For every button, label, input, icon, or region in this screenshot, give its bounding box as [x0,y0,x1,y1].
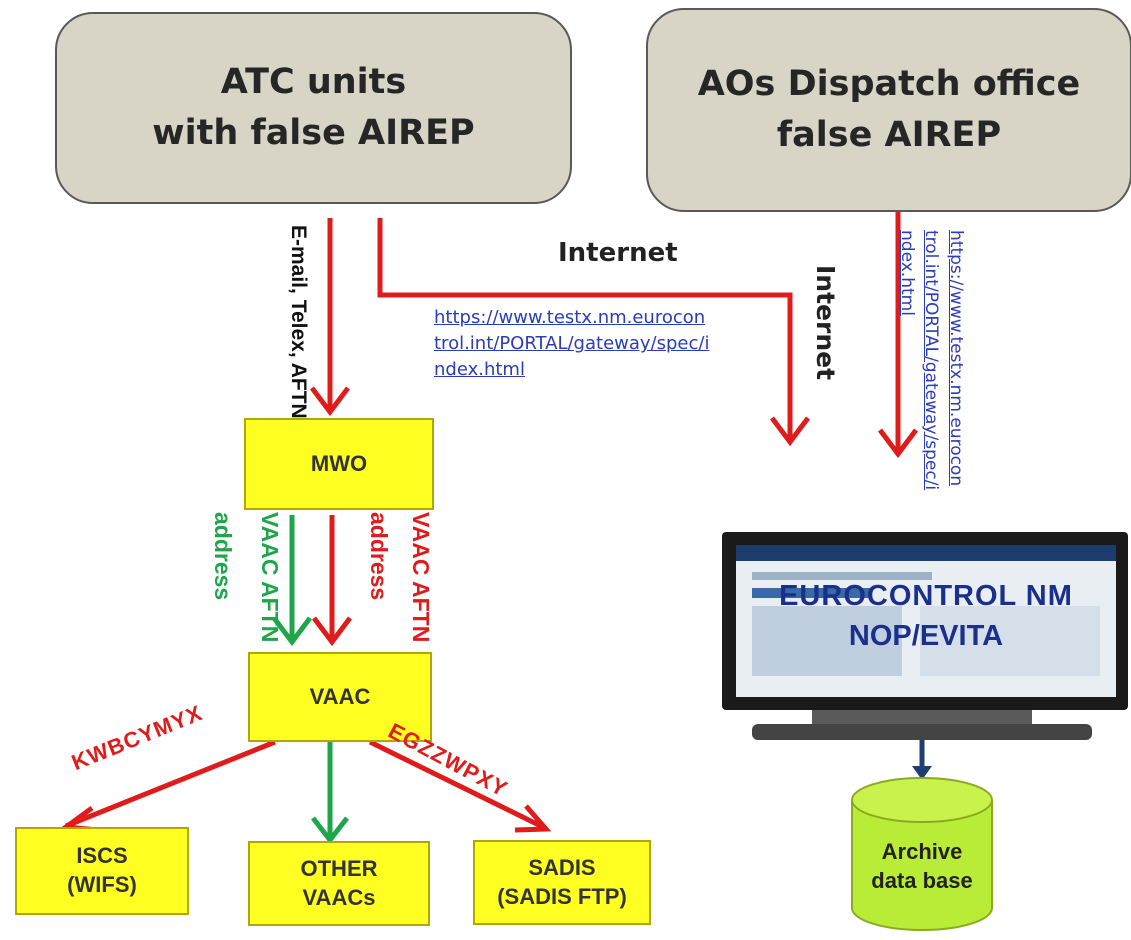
other-vaacs-box: OTHER VAACs [248,841,430,926]
portal-link-center-line-1[interactable]: https://www.testx.nm.eurocon [434,307,706,328]
sadis-line-1: SADIS [528,854,596,880]
sadis-line-2: (SADIS FTP) [497,883,627,909]
other-vaacs-line-2: VAACs [302,884,376,910]
portal-link-right[interactable]: https://www.testx.nm.eurocon trol.int/PO… [894,230,968,490]
archive-cylinder [851,777,993,931]
arrow-mwo-to-vaac-red [312,515,352,647]
portal-link-center-line-2[interactable]: trol.int/PORTAL/gateway/spec/i [434,333,710,355]
arrow-atc-to-eurocontrol [377,218,810,447]
email-telex-aftn-label: E-mail, Telex, AFTN [287,225,310,419]
sadis-box: SADIS (SADIS FTP) [473,840,651,925]
arrow-aos-to-eurocontrol [878,212,918,459]
monitor-graphic [722,532,1128,740]
mwo-box: MWO [244,418,434,510]
arrow-mwo-to-vaac-green [272,515,312,647]
archive-line-2: data base [871,867,973,893]
green-address-label: address [210,512,236,601]
mwo-label: MWO [310,450,368,476]
red-vaac-aftn-label: VAAC AFTN [408,512,434,643]
portal-link-center[interactable]: https://www.testx.nm.eurocon trol.int/PO… [434,305,709,383]
portal-link-center-line-3[interactable]: ndex.html [434,359,525,381]
aos-dispatch-box: AOs Dispatch office false AIREP [646,8,1131,212]
atc-units-line-1: ATC units [220,62,407,103]
other-vaacs-line-1: OTHER [300,855,378,881]
monitor-title-line-1: EUROCONTROL NM [779,580,1073,612]
vaac-box: VAAC [248,652,432,742]
arrow-vaac-to-other [311,742,349,845]
iscs-line-1: ISCS [76,843,128,869]
vaac-label: VAAC [309,683,371,709]
portal-link-right-line-2[interactable]: trol.int/PORTAL/gateway/spec/i [921,230,942,491]
iscs-line-2: (WIFS) [67,872,137,897]
aos-dispatch-line-2: false AIREP [776,115,1002,155]
arrow-monitor-to-archive [912,738,932,780]
archive-label: Archive data base [852,838,992,895]
green-vaac-aftn-label: VAAC AFTN [257,512,283,643]
red-address-label: address [366,512,392,601]
atc-units-box: ATC units with false AIREP [55,12,572,204]
internet-label-center: Internet [558,238,678,268]
atc-units-line-2: with false AIREP [152,113,475,153]
portal-link-right-line-3[interactable]: ndex.html [896,230,917,316]
aos-dispatch-line-1: AOs Dispatch office [697,64,1081,105]
monitor-title-line-2: NOP/EVITA [848,620,1004,652]
portal-link-right-line-1[interactable]: https://www.testx.nm.eurocon [946,230,966,487]
archive-line-1: Archive [881,839,963,864]
iscs-box: ISCS (WIFS) [15,827,189,915]
arrow-vaac-to-sadis [368,739,552,833]
internet-label-right: Internet [811,265,840,381]
arrow-atc-to-mwo [310,218,350,417]
